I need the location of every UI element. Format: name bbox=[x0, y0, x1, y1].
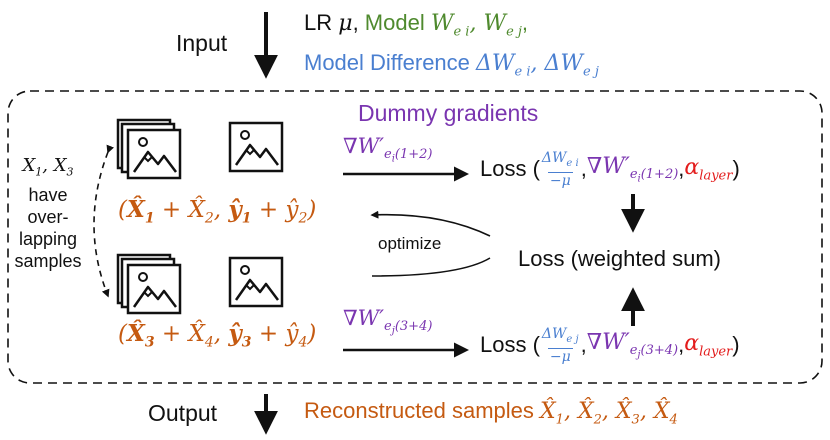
pair-bottom: (X̂3 + X̂4, ŷ3 + ŷ4) bbox=[118, 320, 317, 351]
output-label: Output bbox=[148, 400, 218, 426]
loss-bottom: Loss ( ΔWe j −μ , ∇W′ej(3+4) , αlayer ) bbox=[480, 326, 740, 365]
optimize-label: optimize bbox=[378, 234, 442, 253]
dummy-gradients-label: Dummy gradients bbox=[358, 100, 539, 126]
optimize-arrow-lower bbox=[371, 257, 491, 277]
image-stack-top bbox=[116, 118, 284, 180]
model-difference: Model Difference ΔWe i, ΔWe j bbox=[304, 50, 599, 80]
process-box bbox=[7, 90, 823, 384]
loss-weighted-sum: Loss (weighted sum) bbox=[518, 246, 721, 271]
pair-top: (X̂1 + X̂2, ŷ1 + ŷ2) bbox=[118, 196, 317, 227]
image-stack-bottom bbox=[116, 253, 284, 315]
reconstructed-samples: Reconstructed samples X̂1, X̂2, X̂3, X̂4 bbox=[304, 398, 678, 428]
optimize-arrow bbox=[370, 210, 491, 237]
input-params: LR μ, Model We i, We j, bbox=[304, 10, 529, 40]
grad-bottom: ∇W′ej(3+4) bbox=[343, 306, 433, 337]
overlap-arrow bbox=[93, 144, 115, 298]
input-label: Input bbox=[176, 30, 228, 56]
loss-top: Loss ( ΔWe i −μ , ∇W′ei(1+2) , αlayer ) bbox=[480, 150, 740, 189]
grad-top: ∇W′ei(1+2) bbox=[343, 134, 433, 165]
overlap-note: X1, X3 have over- lapping samples bbox=[14, 155, 82, 271]
